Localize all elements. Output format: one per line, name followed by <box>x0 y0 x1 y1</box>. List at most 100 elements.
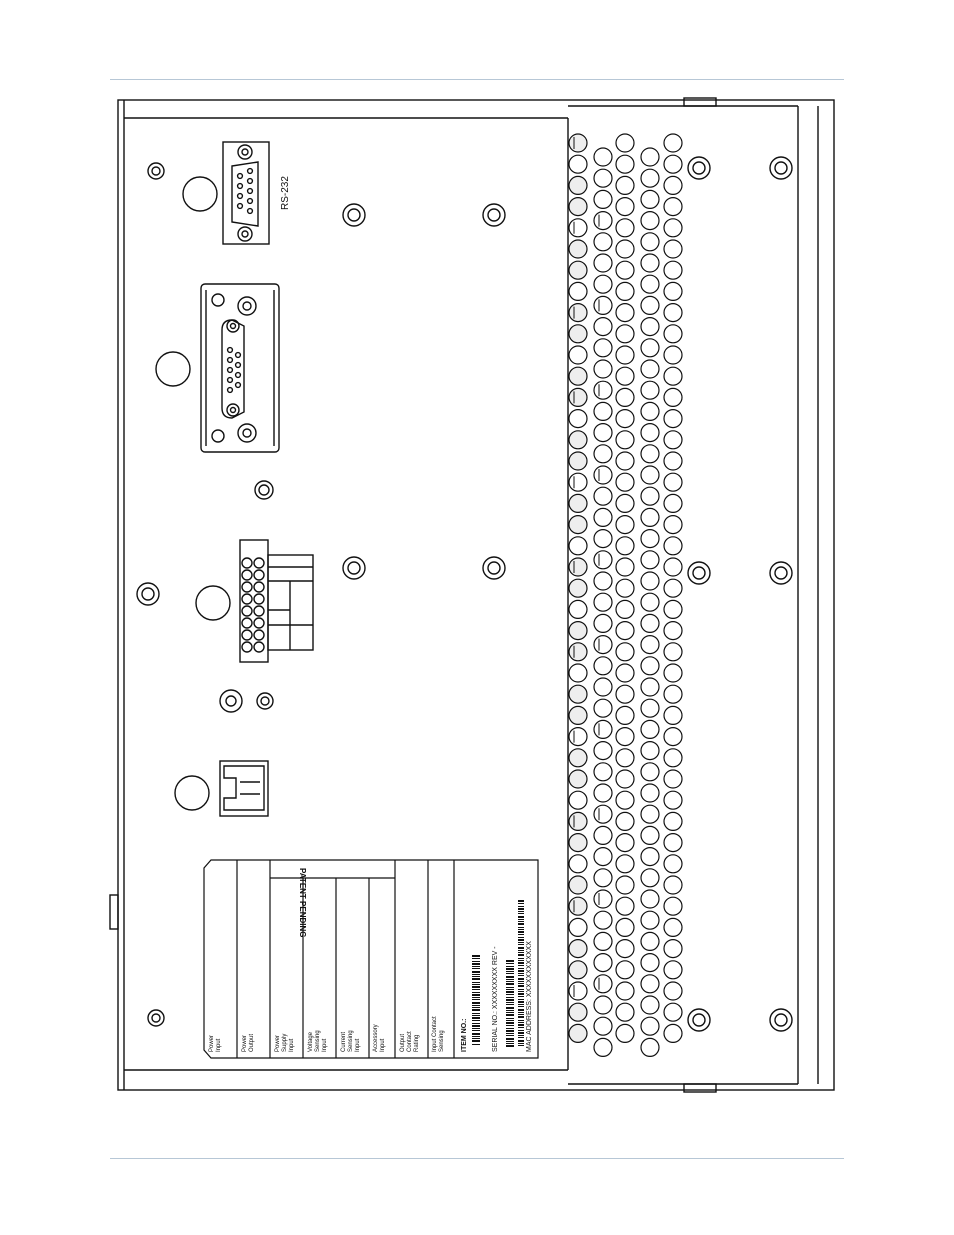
vent-hole <box>640 719 660 740</box>
vent-hole <box>663 557 683 577</box>
barcode-bar <box>506 1041 514 1042</box>
vent-hole <box>663 832 683 853</box>
vent-hole <box>615 748 635 768</box>
vent-hole <box>615 324 635 344</box>
mac-address-label: MAC ADDRESS: XXXXXXXXXXXX <box>526 941 533 1052</box>
item-number-label: ITEM NO.: <box>461 1019 468 1052</box>
vent-hole <box>593 656 613 676</box>
barcode-bar <box>518 939 524 941</box>
barcode-bar <box>518 999 524 1000</box>
vent-hole <box>568 218 588 238</box>
vent-hole <box>568 726 588 747</box>
vent-hole <box>568 790 588 810</box>
vent-hole <box>663 642 683 662</box>
mounting-screw <box>769 156 793 180</box>
vent-hole <box>568 811 588 832</box>
vent-hole <box>593 189 613 209</box>
vent-hole <box>615 387 635 407</box>
vent-hole <box>615 981 635 1001</box>
vent-hole <box>593 401 613 421</box>
barcode-bar <box>506 1033 514 1034</box>
barcode-bar <box>472 963 480 965</box>
barcode-bar <box>506 997 514 998</box>
vent-hole <box>568 769 588 789</box>
vent-hole <box>615 133 635 153</box>
vent-hole <box>593 274 613 294</box>
vent-hole <box>568 832 588 853</box>
barcode-bar <box>472 974 480 975</box>
label-column-text: Input <box>289 1038 295 1052</box>
vent-hole <box>593 931 613 952</box>
barcode-bar <box>472 1002 480 1004</box>
barcode-bar <box>506 1043 514 1044</box>
barcode-bar <box>472 1020 480 1021</box>
footer-rule <box>110 1158 844 1159</box>
barcode-bar <box>506 976 514 978</box>
vent-hole <box>663 705 683 726</box>
vent-hole <box>593 317 613 337</box>
vent-hole <box>640 486 660 506</box>
vent-hole <box>663 1023 683 1044</box>
vent-hole <box>568 960 588 980</box>
vent-hole <box>663 260 683 280</box>
vent-hole <box>568 599 588 620</box>
vent-hole <box>615 260 635 280</box>
barcode-bar <box>472 971 480 973</box>
barcode-bar <box>472 1028 480 1029</box>
barcode-bar <box>518 965 524 966</box>
vent-hole <box>640 1037 660 1058</box>
vent-hole <box>615 642 635 662</box>
vent-hole <box>593 444 613 464</box>
chassis-outline <box>109 97 835 1093</box>
barcode-bar <box>506 999 514 1001</box>
barcode-bar <box>472 1009 480 1011</box>
barcode-bar <box>472 1015 480 1016</box>
vent-hole <box>593 486 613 506</box>
vent-hole <box>568 854 588 874</box>
barcode-bar <box>518 913 524 914</box>
vent-hole <box>640 550 660 570</box>
barcode-bar <box>518 991 524 992</box>
barcode-bar <box>472 1036 480 1037</box>
vent-hole <box>640 211 660 231</box>
vent-hole <box>568 536 588 556</box>
mounting-screw <box>147 162 165 180</box>
vent-hole <box>640 868 660 888</box>
vent-hole <box>593 338 613 358</box>
vent-hole <box>640 1016 660 1036</box>
vent-hole <box>640 274 660 294</box>
vent-hole <box>640 189 660 209</box>
barcode-bar <box>518 1035 524 1036</box>
vent-hole <box>663 175 683 195</box>
vent-hole <box>663 514 683 535</box>
barcode-bar <box>472 1030 480 1031</box>
vent-hole <box>568 154 588 174</box>
vent-hole <box>568 557 588 577</box>
vent-hole <box>568 345 588 365</box>
barcode-bar <box>506 994 514 995</box>
vent-hole <box>663 451 683 471</box>
vent-hole <box>640 423 660 443</box>
vent-hole <box>640 974 660 994</box>
barcode-bar <box>518 1022 524 1023</box>
vent-hole <box>615 726 635 747</box>
barcode-bar <box>472 958 480 959</box>
vent-hole <box>615 197 635 217</box>
label-column-text: Input Contact <box>432 1016 438 1052</box>
barcode-bar <box>506 983 514 985</box>
vent-hole <box>640 740 660 761</box>
barcode-bar <box>472 1044 480 1045</box>
barcode-bar <box>518 906 524 907</box>
barcode-bar <box>506 1010 514 1011</box>
vent-hole <box>615 218 635 238</box>
barcode-bar <box>472 1040 480 1042</box>
vent-hole <box>615 705 635 726</box>
vent-hole <box>615 620 635 641</box>
barcode-bar <box>518 1016 524 1018</box>
barcode-bar <box>506 971 514 972</box>
vent-hole <box>615 896 635 916</box>
barcode-bar <box>518 1043 524 1044</box>
barcode-bar <box>506 987 514 988</box>
barcode-bar <box>506 1035 514 1036</box>
label-column-text: Supply <box>282 1034 288 1052</box>
